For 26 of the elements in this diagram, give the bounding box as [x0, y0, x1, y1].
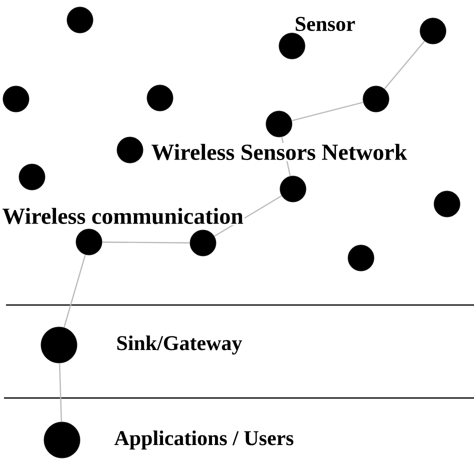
sensor-dot [116, 136, 144, 164]
sensor-dot [2, 86, 30, 112]
sensor-dot [66, 6, 94, 34]
connection-line [384, 40, 425, 90]
sensor-dot [434, 190, 460, 218]
node-caption: Sensor [296, 16, 355, 32]
sensor-dot [146, 84, 174, 112]
sensor-dot [280, 176, 306, 202]
node-caption: Sink/Gateway [117, 335, 242, 355]
connection-line [292, 102, 364, 122]
sensor-dot [420, 18, 446, 44]
sensor-dot [266, 110, 292, 138]
connection-line [64, 254, 86, 328]
sensor-dot [44, 422, 80, 458]
sensor-dot [190, 230, 216, 256]
node-caption: Applications / Users [114, 430, 294, 450]
area-label: Wireless Sensors Network [152, 144, 408, 160]
sensor-dot [76, 228, 102, 256]
area-label: Wireless communication [2, 208, 244, 224]
sensor-dot [278, 32, 306, 60]
connection-line [58, 363, 62, 422]
connection-line [102, 242, 190, 244]
sensor-dot [40, 326, 78, 364]
sensor-dot [18, 164, 46, 190]
sensor-dot [362, 86, 390, 112]
sensor-dot [348, 244, 374, 272]
